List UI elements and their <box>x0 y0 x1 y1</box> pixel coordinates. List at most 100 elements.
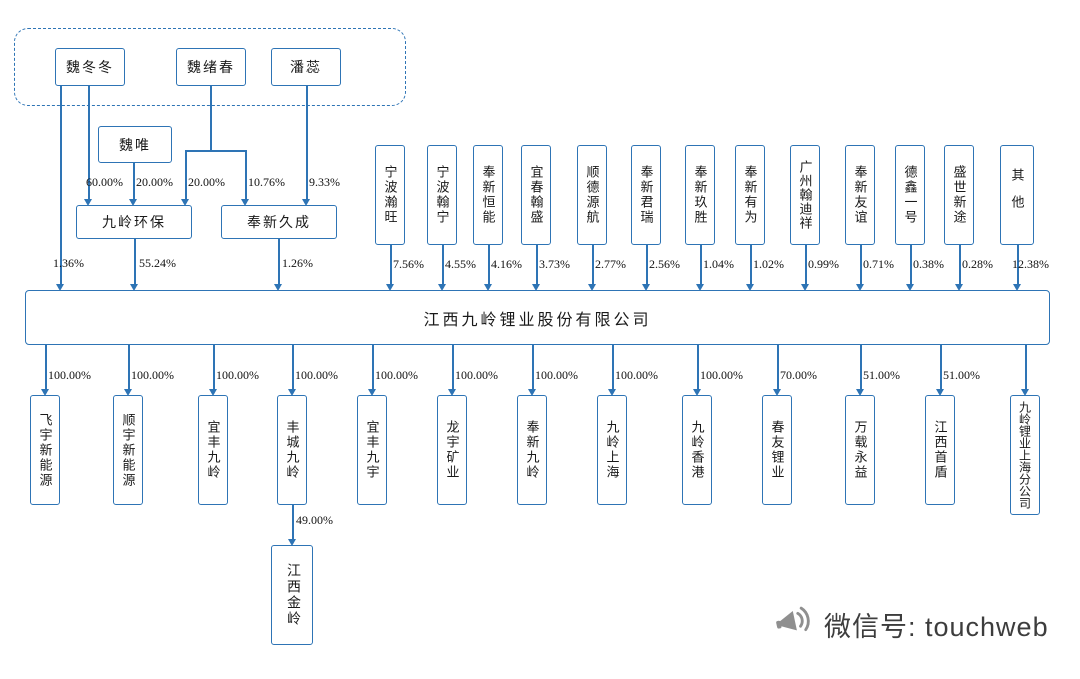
arrowhead-icon <box>532 284 540 291</box>
shareholder-ningbo-hanwang: 宁波瀚旺 <box>375 145 405 245</box>
node-fengxin-jiucheng: 奉新久成 <box>221 205 337 239</box>
connector-line <box>372 345 374 389</box>
ownership-percent-label: 0.99% <box>808 257 839 271</box>
connector-line <box>697 345 699 389</box>
arrowhead-icon <box>746 284 754 291</box>
ownership-percent-label: 2.77% <box>595 257 626 271</box>
subsidiary-jiuling-hongkong: 九岭香港 <box>682 395 712 505</box>
connector-line <box>292 505 294 539</box>
connector-line <box>278 239 280 284</box>
connector-line <box>185 150 246 152</box>
arrowhead-icon <box>801 284 809 291</box>
ownership-percent-label: 0.71% <box>863 257 894 271</box>
shareholder-fengxin-youyi: 奉新友谊 <box>845 145 875 245</box>
subsidiary-jiangxi-jinling: 江西金岭 <box>271 545 313 645</box>
connector-line <box>959 245 961 284</box>
connector-line <box>213 345 215 389</box>
connector-line <box>777 345 779 389</box>
subsidiary-feiyu-new-energy: 飞宇新能源 <box>30 395 60 505</box>
connector-line <box>452 345 454 389</box>
ownership-percent-label: 0.38% <box>913 257 944 271</box>
connector-line <box>60 86 62 284</box>
connector-line <box>488 245 490 284</box>
subsidiary-yifeng-jiuyu: 宜丰九宇 <box>357 395 387 505</box>
arrowhead-icon <box>856 284 864 291</box>
ownership-percent-label: 1.04% <box>703 257 734 271</box>
arrowhead-icon <box>906 284 914 291</box>
connector-line <box>45 345 47 389</box>
arrowhead-icon <box>642 284 650 291</box>
ownership-percent-label: 12.38% <box>1012 257 1049 271</box>
arrowhead-icon <box>773 389 781 396</box>
arrowhead-icon <box>484 284 492 291</box>
shareholder-shunde-yuanhang: 顺德源航 <box>577 145 607 245</box>
node-pan-rui: 潘蕊 <box>271 48 341 86</box>
arrowhead-icon <box>84 199 92 206</box>
connector-line <box>860 345 862 389</box>
ownership-percent-label: 20.00% <box>188 175 225 189</box>
arrowhead-icon <box>274 284 282 291</box>
arrowhead-icon <box>368 389 376 396</box>
subsidiary-longyu-mining: 龙宇矿业 <box>437 395 467 505</box>
shareholder-shengshi-xintu: 盛世新途 <box>944 145 974 245</box>
ownership-percent-label: 49.00% <box>296 513 333 527</box>
connector-line <box>128 345 130 389</box>
ownership-percent-label: 100.00% <box>48 368 91 382</box>
megaphone-icon <box>772 600 816 649</box>
ownership-percent-label: 100.00% <box>295 368 338 382</box>
connector-line <box>390 245 392 284</box>
ownership-percent-label: 60.00% <box>86 175 123 189</box>
ownership-percent-label: 1.36% <box>53 256 84 270</box>
ownership-percent-label: 1.02% <box>753 257 784 271</box>
ownership-percent-label: 20.00% <box>136 175 173 189</box>
arrowhead-icon <box>608 389 616 396</box>
shareholder-dexin-yihao: 德鑫一号 <box>895 145 925 245</box>
arrowhead-icon <box>693 389 701 396</box>
arrowhead-icon <box>209 389 217 396</box>
ownership-percent-label: 100.00% <box>700 368 743 382</box>
arrowhead-icon <box>56 284 64 291</box>
arrowhead-icon <box>448 389 456 396</box>
ownership-percent-label: 51.00% <box>943 368 980 382</box>
shareholder-fengxin-hengneng: 奉新恒能 <box>473 145 503 245</box>
connector-line <box>185 150 187 199</box>
arrowhead-icon <box>181 199 189 206</box>
connector-line <box>245 150 247 199</box>
company-jiangxi-jiuling-lithium: 江西九岭锂业股份有限公司 <box>25 290 1050 345</box>
arrowhead-icon <box>696 284 704 291</box>
connector-line <box>910 245 912 284</box>
arrowhead-icon <box>241 199 249 206</box>
shareholder-guangzhou-handixiang: 广州翰迪祥 <box>790 145 820 245</box>
ownership-percent-label: 4.16% <box>491 257 522 271</box>
node-jiuling-huanbao: 九岭环保 <box>76 205 192 239</box>
shareholder-ningbo-hanning: 宁波翰宁 <box>427 145 457 245</box>
arrowhead-icon <box>41 389 49 396</box>
ownership-percent-label: 100.00% <box>455 368 498 382</box>
connector-line <box>536 245 538 284</box>
subsidiary-jiangxi-shoudun: 江西首盾 <box>925 395 955 505</box>
ownership-percent-label: 4.55% <box>445 257 476 271</box>
arrowhead-icon <box>129 199 137 206</box>
subsidiary-fengxin-jiuling: 奉新九岭 <box>517 395 547 505</box>
ownership-percent-label: 2.56% <box>649 257 680 271</box>
arrowhead-icon <box>438 284 446 291</box>
ownership-percent-label: 7.56% <box>393 257 424 271</box>
ownership-percent-label: 55.24% <box>139 256 176 270</box>
subsidiary-jiuling-shanghai-branch: 九岭锂业上海分公司 <box>1010 395 1040 515</box>
subsidiary-chunyou-liye: 春友锂业 <box>762 395 792 505</box>
connector-line <box>860 245 862 284</box>
ownership-percent-label: 1.26% <box>282 256 313 270</box>
arrowhead-icon <box>1013 284 1021 291</box>
ownership-percent-label: 10.76% <box>248 175 285 189</box>
node-wei-dongdong: 魏冬冬 <box>55 48 125 86</box>
ownership-percent-label: 3.73% <box>539 257 570 271</box>
ownership-percent-label: 9.33% <box>309 175 340 189</box>
subsidiary-shunyu-new-energy: 顺宇新能源 <box>113 395 143 505</box>
ownership-percent-label: 0.28% <box>962 257 993 271</box>
arrowhead-icon <box>288 389 296 396</box>
arrowhead-icon <box>124 389 132 396</box>
arrowhead-icon <box>1021 389 1029 396</box>
connector-line <box>700 245 702 284</box>
ownership-percent-label: 100.00% <box>216 368 259 382</box>
